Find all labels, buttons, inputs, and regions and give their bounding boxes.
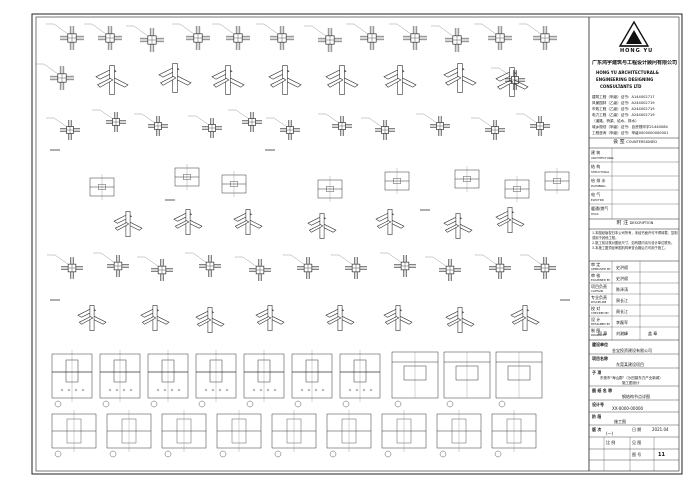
- company-logo: [618, 20, 650, 47]
- ratio-value: 见 图: [632, 440, 642, 445]
- countersign-discipline: 建 筑: [591, 150, 601, 155]
- staff-role-en: DRAWN BY: [591, 333, 606, 337]
- staff-role-en: DESIGNED BY: [591, 322, 611, 326]
- license-line: 市政工程（乙级）证书：A244002719: [592, 107, 655, 111]
- version-label: 版 次: [592, 427, 602, 432]
- countersign-discipline-en: STRUCTURAL: [591, 170, 610, 174]
- staff-role: 审 定: [591, 262, 601, 267]
- stage-value: 施工图: [614, 419, 626, 424]
- countersign-discipline-en: HVAC: [591, 212, 599, 216]
- client-label: 建设单位: [592, 342, 608, 347]
- license-line: 风景园林（乙级）证书：A244002719: [592, 101, 655, 105]
- stage-label: 阶 段: [592, 414, 602, 419]
- countersign-header: 会 签 COUNTERSIGNED: [592, 139, 678, 145]
- notes-header-en: DESCRIPTION: [629, 221, 654, 225]
- drawing-name-label: 图 纸 名 称: [592, 388, 613, 393]
- sheet-no-value: 11: [658, 452, 665, 458]
- countersign-discipline: 给 排 水: [591, 178, 606, 183]
- ratio-label: 比 例: [606, 440, 616, 445]
- countersign-discipline: 暖通/燃气: [591, 206, 609, 211]
- staff-role: 制 图: [591, 328, 601, 333]
- stamp-label: 印 章: [598, 331, 608, 336]
- sub-project-value: 东莞市"海山郡"（沙田镇东方产业新城）: [600, 376, 663, 380]
- drawing-name-value: 钢结构节点详图: [622, 394, 650, 399]
- note-line: 2.施工前请核对图纸尺寸，如有疑问请与设计单位联系。: [592, 241, 675, 245]
- staff-name: 李磊军: [616, 320, 628, 325]
- countersign-discipline-en: ELECTRIC: [591, 198, 605, 202]
- note-line: 1.本图纸版权归本公司所有，未经书面许可不得转载、复制或用于其他工程。: [592, 231, 678, 240]
- staff-role-en: CAPTAIN: [591, 289, 603, 293]
- company-name-en-2: ENGINEERING DESIGNING: [596, 77, 654, 82]
- project-label: 项目名称: [592, 356, 608, 361]
- sheet-no-label: 图 号: [632, 452, 642, 457]
- staff-name: 刘湘峰: [616, 331, 628, 336]
- notes-list: 1.本图纸版权归本公司所有，未经书面许可不得转载、复制或用于其他工程。2.施工前…: [592, 231, 678, 251]
- staff-role-en: APPROVED BY: [591, 267, 611, 271]
- staff-name: 周长江: [616, 298, 628, 303]
- staff-role: 项目负责: [591, 284, 607, 289]
- company-name-cn: 广东鸿宇建筑与工程设计顾问有限公司: [592, 60, 678, 66]
- staff-name: 史洪斌: [616, 276, 628, 281]
- design-no-label: 设计号: [592, 402, 604, 407]
- staff-role-en: DISCIPLINE: [591, 300, 607, 304]
- staff-role-en: CHECKED BY: [591, 311, 609, 315]
- stamp-label-2: 盖 章: [648, 331, 658, 336]
- staff-name: 陈泽涛: [616, 287, 628, 292]
- design-no-value: XX-0000-00000: [612, 406, 644, 411]
- project-value: 东莞某建设项目: [616, 362, 644, 367]
- staff-role: 校 对: [591, 306, 601, 311]
- countersign-header-cn: 会 签: [613, 139, 625, 145]
- staff-name: 史洪斌: [616, 265, 628, 270]
- title-block: [588, 17, 679, 471]
- countersign-header-en: COUNTERSIGNED: [626, 140, 657, 144]
- company-name-en-1: HONG YU ARCHITECTURAL&: [596, 70, 659, 75]
- notes-header-cn: 附 注: [616, 220, 629, 226]
- countersign-discipline: 电 气: [591, 192, 601, 197]
- company-name-en-3: CONSULTANTS LTD: [600, 84, 642, 89]
- countersign-discipline-en: ARCHITECTURAL: [591, 156, 615, 160]
- license-line: （道路、桥梁、给水、排水）: [592, 119, 639, 123]
- version-value: (一): [606, 431, 614, 436]
- date-label: 日 期: [632, 427, 642, 432]
- sub-project-label: 子 项: [592, 370, 602, 375]
- date-value: 2021.04: [652, 427, 669, 432]
- license-line: 工程咨询（甲级）证书：甲级0000000000001: [592, 131, 669, 135]
- license-list: 建筑工程（甲级）证书：A144002717 风景园林（乙级）证书：A2440027…: [592, 94, 678, 136]
- license-line: 建筑工程（甲级）证书：A144002717: [592, 95, 655, 99]
- notes-header: 附 注 DESCRIPTION: [592, 220, 678, 226]
- inner-frame: [35, 16, 680, 472]
- sub-project-value-2: 施工图设计: [622, 381, 640, 385]
- detail-drawings: [36, 23, 570, 458]
- countersign-discipline-en: PLUMBING: [591, 184, 606, 188]
- logo-text: HONG YU: [620, 48, 654, 54]
- staff-role-en: EXAMINED BY: [591, 278, 611, 282]
- license-line: 电力工程（乙级）证书：A244002719: [592, 113, 655, 117]
- staff-role: 审 核: [591, 273, 601, 278]
- client-value: 金宝投资建设有限公司: [612, 348, 652, 353]
- outer-frame: [31, 13, 683, 475]
- staff-name: 周长江: [616, 309, 628, 314]
- staff-role: 设 计: [591, 317, 601, 322]
- countersign-discipline: 结 构: [591, 164, 601, 169]
- license-line: 城乡规划（甲级）证书：自资规甲字21440084: [592, 125, 668, 129]
- staff-role: 专业负责: [591, 295, 607, 300]
- note-line: 3.本施工图须经审图机构审查合格后方可用于施工。: [592, 246, 668, 250]
